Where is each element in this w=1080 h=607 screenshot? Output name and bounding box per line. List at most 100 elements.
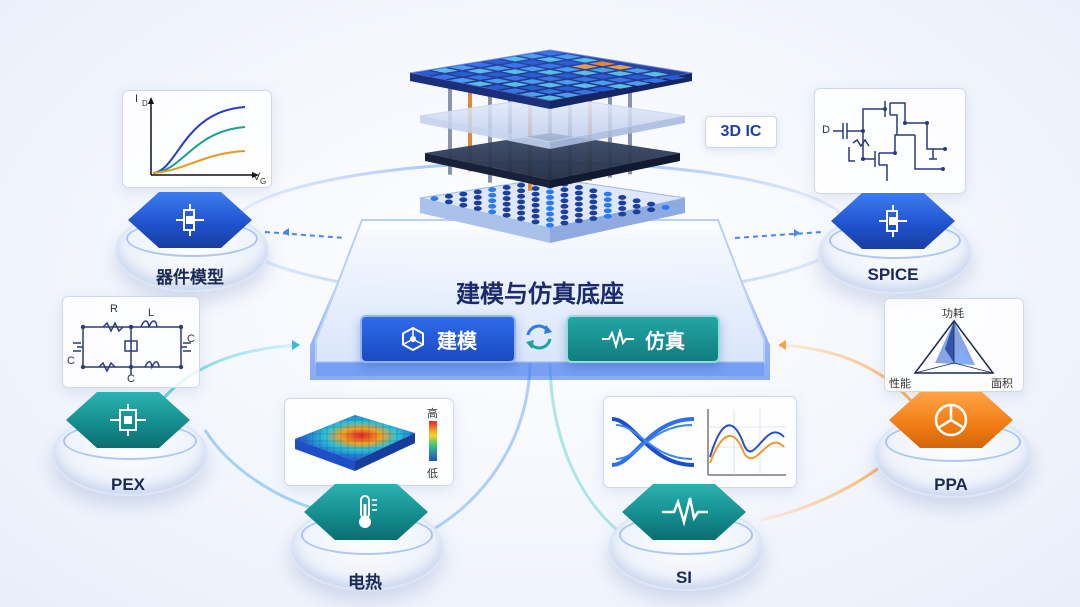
bottom-bump — [488, 198, 497, 204]
bottom-bump — [517, 193, 526, 199]
chip-tile — [484, 78, 511, 84]
3d-ic-stack — [409, 49, 693, 243]
link-heat — [203, 429, 321, 512]
bottom-bump — [488, 187, 497, 193]
bottom-bump — [574, 201, 583, 207]
bottom-bump — [473, 195, 482, 200]
chip-tile — [501, 88, 529, 94]
spice-label: SPICE — [867, 265, 919, 284]
bottom-bump — [430, 196, 439, 201]
bottom-bump — [647, 201, 656, 207]
chip-tile — [501, 62, 529, 68]
circuit-icon — [176, 204, 204, 236]
chip-tile — [536, 69, 564, 75]
pex-r-label: R — [110, 303, 118, 315]
sync-arrows-icon — [526, 324, 552, 350]
chip-tile — [501, 56, 529, 62]
bottom-bump — [574, 190, 583, 196]
chip-tile — [589, 61, 616, 67]
bottom-bump — [560, 203, 569, 209]
bottom-bump — [589, 210, 598, 216]
3d-ic-tag: 3D IC — [705, 116, 777, 148]
bottom-bump — [531, 186, 540, 191]
bottom-bump — [502, 196, 511, 201]
bottom-bump — [459, 191, 468, 197]
chip-tile — [571, 64, 599, 69]
chip-tile — [571, 89, 599, 95]
chip-tile — [536, 82, 564, 88]
bottom-bump — [531, 213, 540, 219]
simulation-button-label: 仿真 — [645, 330, 685, 353]
model-button[interactable]: 建模 — [360, 315, 516, 363]
bottom-bump — [632, 209, 641, 215]
pex-c-right-label: C — [187, 333, 195, 345]
bottom-bump — [459, 197, 468, 203]
bottom-bump — [632, 203, 641, 209]
chip-tile — [554, 60, 581, 66]
chip-tile — [466, 81, 494, 87]
chip-tile — [501, 69, 529, 75]
heat-high-label: 高 — [427, 408, 438, 420]
bottom-bump — [473, 206, 482, 211]
chip-tile — [484, 65, 511, 71]
chip-tile — [571, 83, 599, 89]
link-device — [264, 231, 346, 239]
bottom-bump — [632, 198, 641, 204]
chip-tile — [519, 85, 546, 91]
top-die-tiles — [414, 50, 686, 101]
bottom-bump — [603, 202, 612, 208]
bottom-bump — [618, 206, 627, 211]
bottom-bump — [546, 211, 554, 217]
ppa-node[interactable] — [889, 392, 1013, 448]
bottom-bump — [531, 219, 540, 225]
chip-tile — [554, 92, 581, 98]
pex-node[interactable] — [66, 392, 190, 448]
bottom-bump — [574, 218, 583, 224]
chip-tile — [501, 75, 529, 81]
simulation-button[interactable]: 仿真 — [566, 315, 720, 363]
bottom-bump — [560, 187, 569, 193]
ppa-label: PPA — [934, 475, 968, 494]
bottom-bump — [502, 207, 511, 213]
device-model-node[interactable] — [128, 192, 252, 248]
chip-tile — [519, 72, 546, 78]
iv-x-sub: G — [260, 177, 267, 186]
bottom-bump — [546, 200, 554, 206]
bottom-bump — [618, 195, 627, 200]
chip-tile — [641, 71, 669, 77]
bottom-bump — [603, 208, 612, 214]
chip-tile — [519, 60, 546, 65]
spice-port-label: D — [822, 124, 830, 136]
chip-tile — [589, 67, 616, 73]
chip-tile — [519, 53, 546, 59]
chip-tile — [624, 74, 651, 80]
bottom-bump — [574, 207, 583, 213]
bottom-bump — [473, 189, 482, 195]
chip-tile — [606, 64, 634, 70]
circuit-icon — [110, 404, 146, 436]
chip-tile — [519, 79, 546, 84]
bottom-bump — [488, 209, 497, 215]
ppa-radar-panel: 功耗 性能 面积 — [884, 298, 1024, 392]
pex-l-label: L — [148, 307, 155, 319]
chip-tile — [589, 74, 616, 79]
spice-node[interactable] — [831, 193, 955, 249]
iv-y-label: I — [135, 93, 139, 105]
bottom-bump — [647, 207, 656, 213]
chip-tile — [431, 74, 459, 80]
chip-tile — [606, 71, 634, 76]
bottom-bump — [444, 193, 453, 199]
bottom-bump — [546, 217, 554, 223]
bottom-bump — [618, 211, 627, 217]
iv-curve-panel: I D V G — [122, 90, 272, 188]
chip-tile — [466, 75, 494, 80]
ppa-right-label: 面积 — [991, 378, 1013, 390]
chip-tile — [554, 86, 581, 91]
bottom-bump — [502, 190, 511, 196]
chip-tile — [536, 76, 564, 82]
cube-network-icon — [402, 326, 424, 352]
ppa-left-label: 性能 — [889, 378, 911, 390]
chip-tile — [571, 70, 599, 76]
bottom-bump — [546, 195, 554, 200]
pex-rlc-panel: R L C C C — [62, 296, 200, 388]
